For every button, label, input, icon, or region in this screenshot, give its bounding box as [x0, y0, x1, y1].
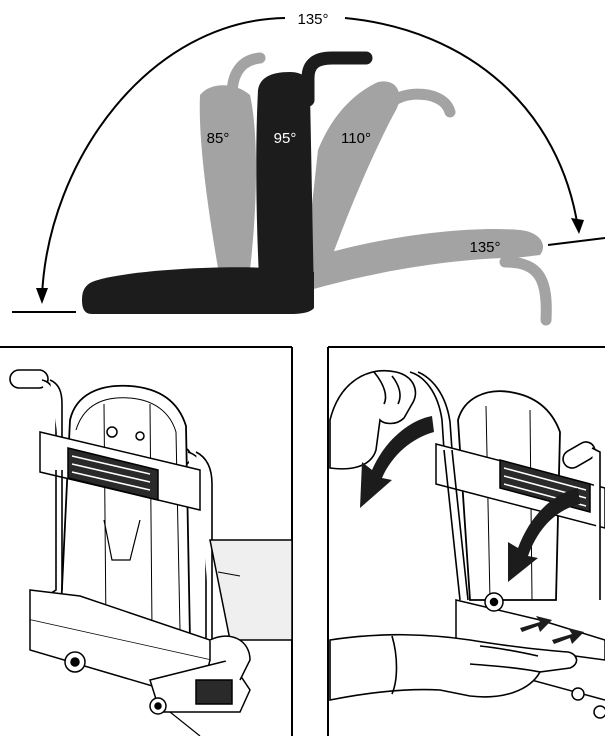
lever-arrow-icon-1 — [520, 616, 552, 632]
backrest-position-95: 95° — [256, 51, 373, 300]
fold-arrow-left-icon — [360, 416, 434, 508]
angle-label-135: 135° — [469, 239, 500, 256]
panel-right — [327, 346, 605, 736]
angle-label-95: 95° — [274, 130, 297, 147]
reference-line-right — [547, 237, 605, 246]
base-frame — [29, 539, 293, 737]
backrest-position-110: 110° — [306, 81, 456, 262]
arc-arrowhead-right-icon — [571, 218, 584, 234]
overall-range-label: 135° — [297, 11, 328, 28]
angle-label-85: 85° — [207, 130, 230, 147]
hand-on-lever — [329, 633, 578, 701]
backrest-position-85: 85° — [199, 52, 266, 270]
right-push-handle-folding — [562, 441, 601, 600]
panel-left — [0, 346, 293, 737]
seat-cushion — [82, 267, 314, 314]
angle-label-110: 110° — [341, 130, 371, 147]
backrest-bracket — [39, 426, 201, 511]
arc-arrowhead-left-icon — [36, 288, 48, 304]
fold-arrow-right-icon — [508, 488, 580, 582]
lever-arrow-icon-2 — [552, 628, 584, 644]
backrest-position-135: 135° — [300, 229, 552, 326]
range-arc — [41, 17, 286, 297]
hand-on-handle — [329, 369, 453, 470]
recline-angle-diagram: 135° 135° 110° 85° 95° — [12, 11, 605, 326]
range-arc-right — [344, 17, 579, 229]
